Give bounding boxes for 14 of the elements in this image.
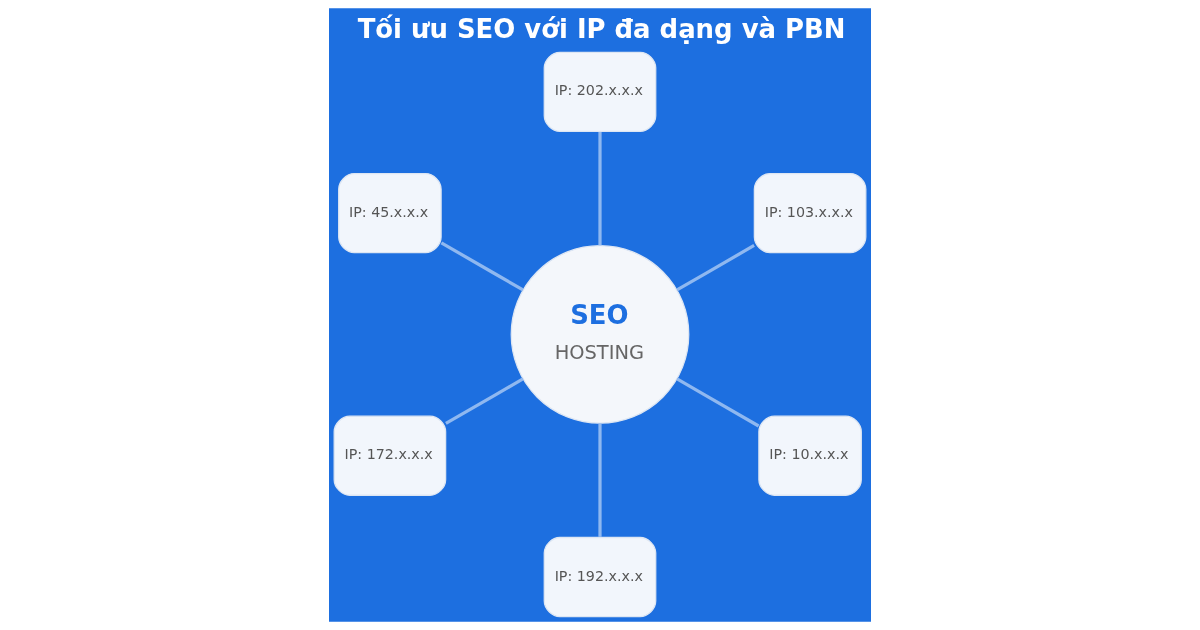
node-box: IP: 45.x.x.x [338, 172, 442, 254]
node-box: IP: 10.x.x.x [758, 415, 862, 496]
connector [676, 244, 755, 292]
connector [440, 241, 524, 292]
node-box: IP: 172.x.x.x [333, 415, 447, 496]
node-box: IP: 202.x.x.x [543, 51, 657, 132]
connector [676, 377, 760, 428]
connector [598, 423, 602, 537]
node-box: IP: 192.x.x.x [543, 536, 657, 618]
node-box: IP: 103.x.x.x [753, 172, 867, 254]
connector [598, 131, 602, 246]
diagram-title: Tối ưu SEO với IP đa dạng và PBN [357, 14, 846, 45]
node-circle: SEO HOSTING [510, 245, 690, 424]
connector [445, 377, 524, 425]
